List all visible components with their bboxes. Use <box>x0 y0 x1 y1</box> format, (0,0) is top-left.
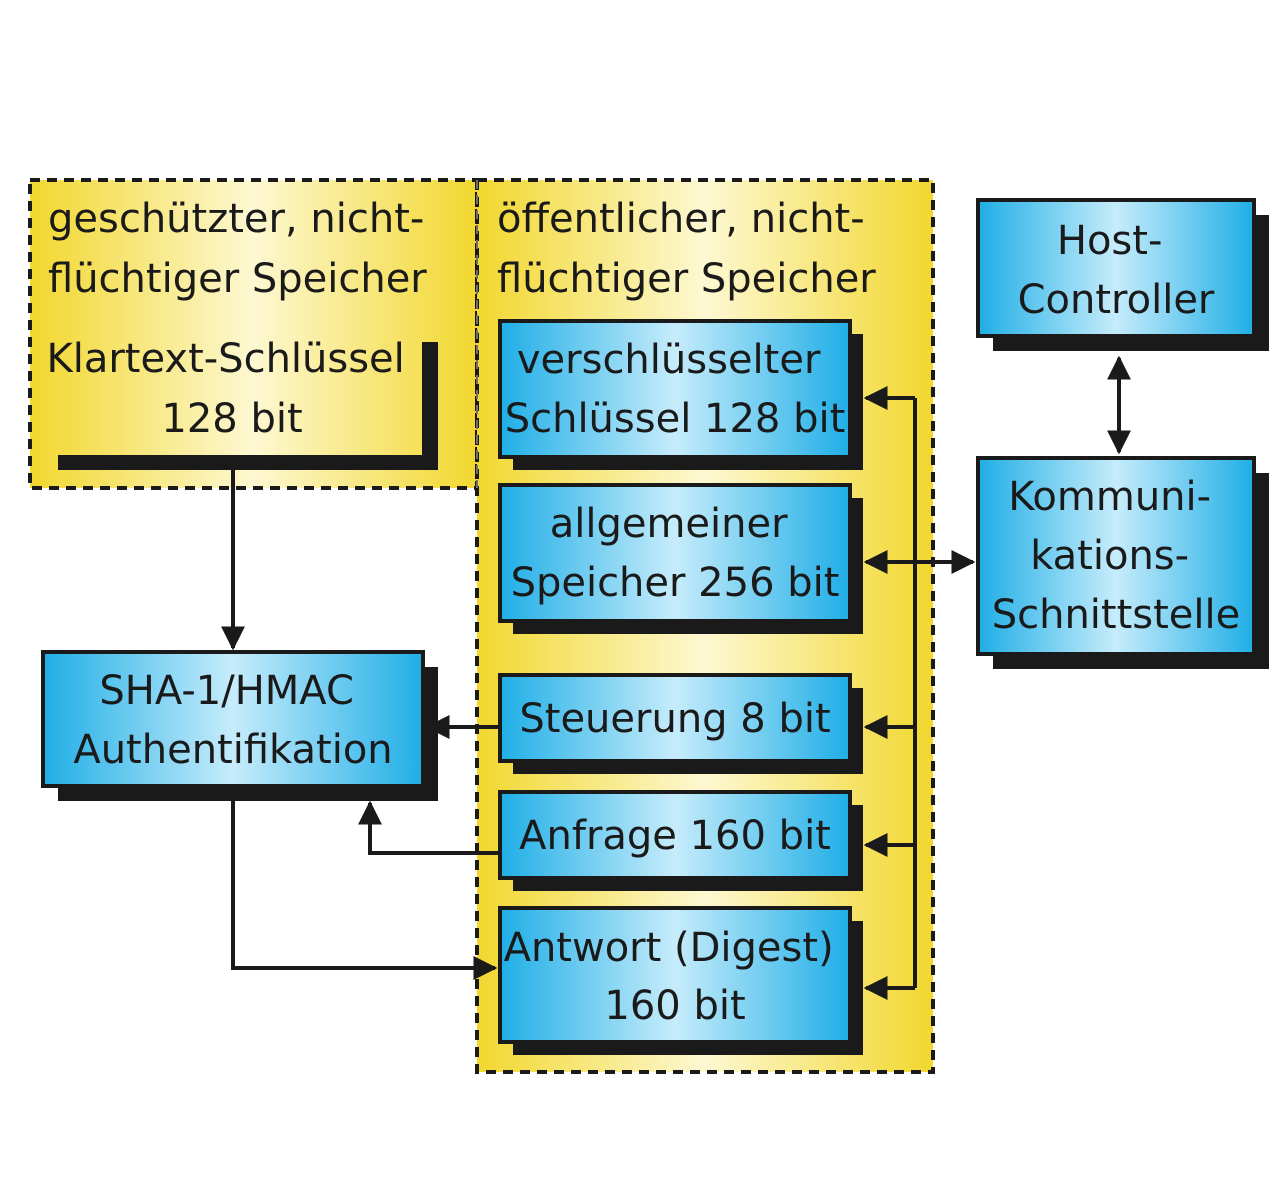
control-block: Steuerung 8 bit <box>498 673 863 774</box>
challenge-block: Anfrage 160 bit <box>498 790 863 891</box>
arrow-challenge-to-sha <box>358 800 500 855</box>
connectors <box>221 355 1131 1000</box>
plaintext-key-shadow-right <box>422 342 438 470</box>
sha-hmac-block: SHA-1/HMAC Authentifikation <box>41 650 438 801</box>
comm-interface-block: Kommuni- kations- Schnittstelle <box>976 456 1269 669</box>
general-memory-box <box>498 483 852 623</box>
plaintext-key-shadow-bottom <box>58 455 438 470</box>
response-label: Antwort (Digest) 160 bit <box>504 925 847 1029</box>
host-controller-box <box>976 198 1256 338</box>
comm-interface-box <box>976 456 1256 656</box>
challenge-box <box>498 790 852 880</box>
general-memory-block: allgemeiner Speicher 256 bit <box>498 483 863 634</box>
protected-memory-region <box>28 178 479 490</box>
general-memory-label: allgemeiner Speicher 256 bit <box>511 501 840 606</box>
plaintext-key-block: Klartext-Schlüssel 128 bit <box>47 336 438 470</box>
challenge-label: Anfrage 160 bit <box>519 813 831 859</box>
sha-hmac-box <box>41 650 425 788</box>
protected-memory-title: geschützter, nicht- flüchtiger Speicher <box>48 196 437 302</box>
control-label: Steuerung 8 bit <box>519 696 830 742</box>
public-memory-title: öffentlicher, nicht- flüchtiger Speicher <box>497 196 877 302</box>
plaintext-key-label: Klartext-Schlüssel 128 bit <box>47 336 418 442</box>
host-controller-label: Host- Controller <box>1018 218 1215 323</box>
control-box <box>498 673 852 763</box>
host-controller-block: Host- Controller <box>976 198 1269 351</box>
encrypted-key-box <box>498 319 852 459</box>
encrypted-key-label: verschlüsselter Schlüssel 128 bit <box>505 337 846 442</box>
response-box <box>498 906 852 1044</box>
sha-hmac-label: SHA-1/HMAC Authentifikation <box>73 668 392 773</box>
arrow-sha-to-response <box>231 786 498 980</box>
encrypted-key-block: verschlüsselter Schlüssel 128 bit <box>498 319 863 470</box>
comm-interface-label: Kommuni- kations- Schnittstelle <box>992 474 1241 638</box>
response-block: Antwort (Digest) 160 bit <box>498 906 863 1055</box>
